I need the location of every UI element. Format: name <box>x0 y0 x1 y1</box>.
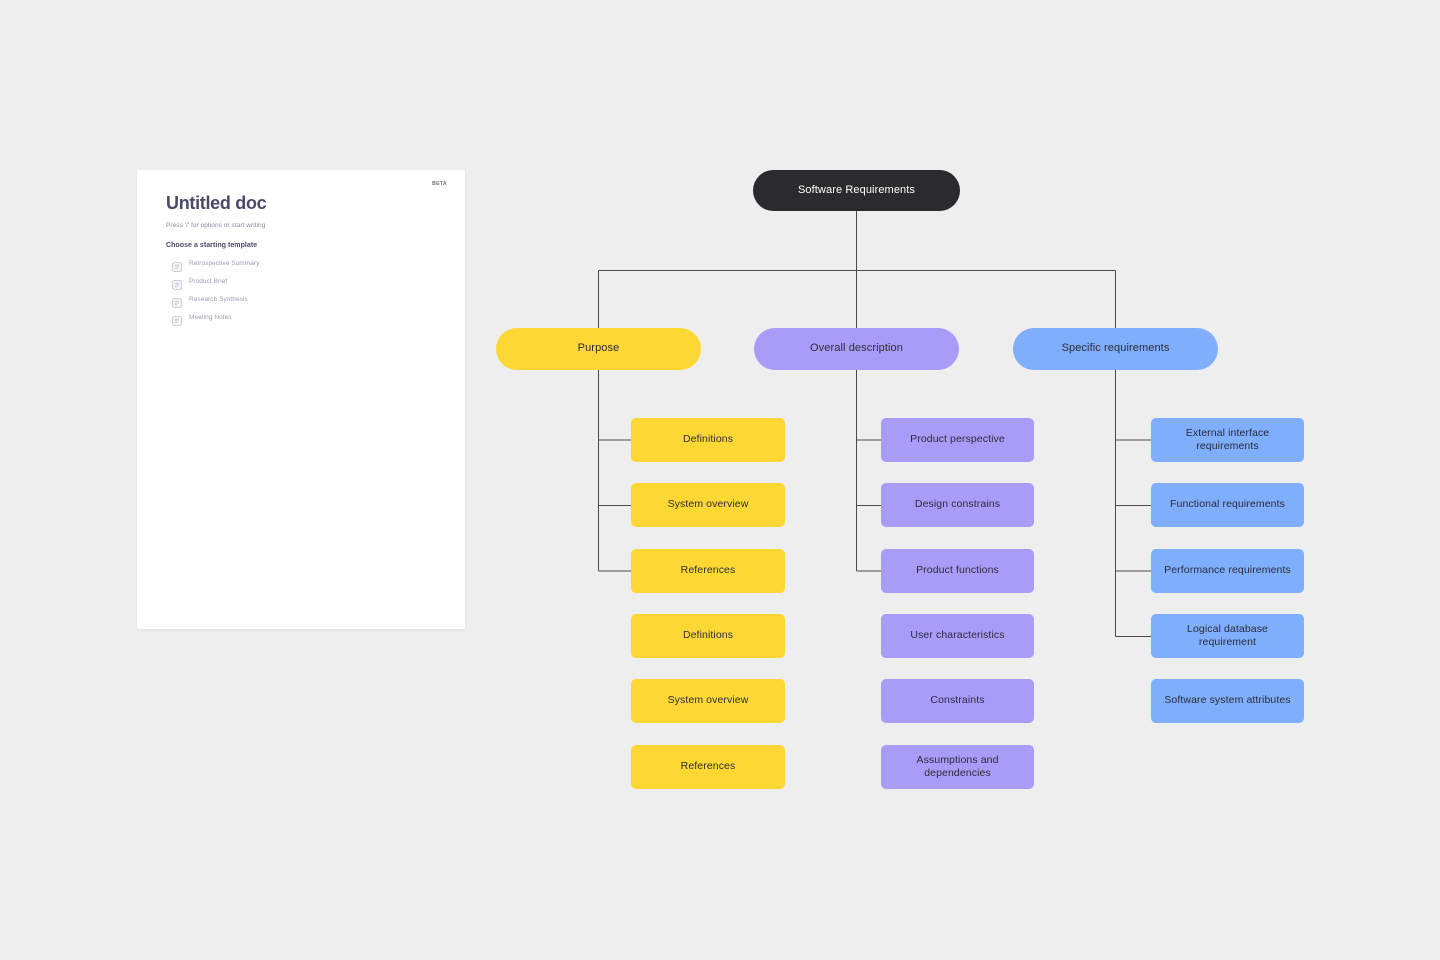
template-item-research-synthesis[interactable]: Research Synthesis <box>166 291 445 309</box>
document-icon <box>172 295 182 308</box>
template-item-label: Retrospective Summary <box>189 260 260 268</box>
mindmap-leaf-constraints[interactable]: Constraints <box>881 679 1034 723</box>
mindmap-leaf-system-overview-2[interactable]: System overview <box>631 679 785 723</box>
choose-template-heading: Choose a starting template <box>166 241 258 249</box>
doc-card-content: Untitled doc Press '/' for options or st… <box>166 193 445 327</box>
mindmap-leaf-definitions-1[interactable]: Definitions <box>631 418 785 462</box>
mindmap-leaf-performance-requirements[interactable]: Performance requirements <box>1151 549 1304 593</box>
mindmap-leaf-references-2[interactable]: References <box>631 745 785 789</box>
mindmap-leaf-system-overview-1[interactable]: System overview <box>631 483 785 527</box>
mindmap-leaf-assumptions-and-dependencies[interactable]: Assumptions and dependencies <box>881 745 1034 789</box>
template-item-product-brief[interactable]: Product Brief <box>166 273 445 291</box>
mindmap-branch-overall-description[interactable]: Overall description <box>754 328 959 370</box>
beta-badge: BETA <box>432 181 447 187</box>
mindmap-leaf-references-1[interactable]: References <box>631 549 785 593</box>
document-icon <box>172 313 182 326</box>
mindmap-leaf-product-functions[interactable]: Product functions <box>881 549 1034 593</box>
mindmap-branch-purpose[interactable]: Purpose <box>496 328 701 370</box>
untitled-doc-card[interactable]: BETA Untitled doc Press '/' for options … <box>137 170 465 629</box>
mindmap-leaf-user-characteristics[interactable]: User characteristics <box>881 614 1034 658</box>
mindmap-leaf-functional-requirements[interactable]: Functional requirements <box>1151 483 1304 527</box>
mindmap-root-node[interactable]: Software Requirements <box>753 170 960 211</box>
mindmap-leaf-software-system-attributes[interactable]: Software system attributes <box>1151 679 1304 723</box>
template-item-label: Research Synthesis <box>189 296 248 304</box>
document-icon <box>172 277 182 290</box>
template-item-label: Product Brief <box>189 278 228 286</box>
template-item-retrospective-summary[interactable]: Retrospective Summary <box>166 255 445 273</box>
template-item-meeting-notes[interactable]: Meeting Notes <box>166 309 445 327</box>
mindmap-leaf-external-interface-requirements[interactable]: External interface requirements <box>1151 418 1304 462</box>
mindmap-leaf-definitions-2[interactable]: Definitions <box>631 614 785 658</box>
document-icon <box>172 259 182 272</box>
mindmap-leaf-logical-database-requirement[interactable]: Logical database requirement <box>1151 614 1304 658</box>
doc-hint-text: Press '/' for options or start writing <box>166 221 266 229</box>
mindmap-leaf-design-constrains[interactable]: Design constrains <box>881 483 1034 527</box>
doc-title[interactable]: Untitled doc <box>166 193 267 213</box>
template-list: Retrospective Summary Product Brief <box>166 255 445 327</box>
mindmap-branch-specific-requirements[interactable]: Specific requirements <box>1013 328 1218 370</box>
mindmap-leaf-product-perspective[interactable]: Product perspective <box>881 418 1034 462</box>
template-item-label: Meeting Notes <box>189 314 232 322</box>
